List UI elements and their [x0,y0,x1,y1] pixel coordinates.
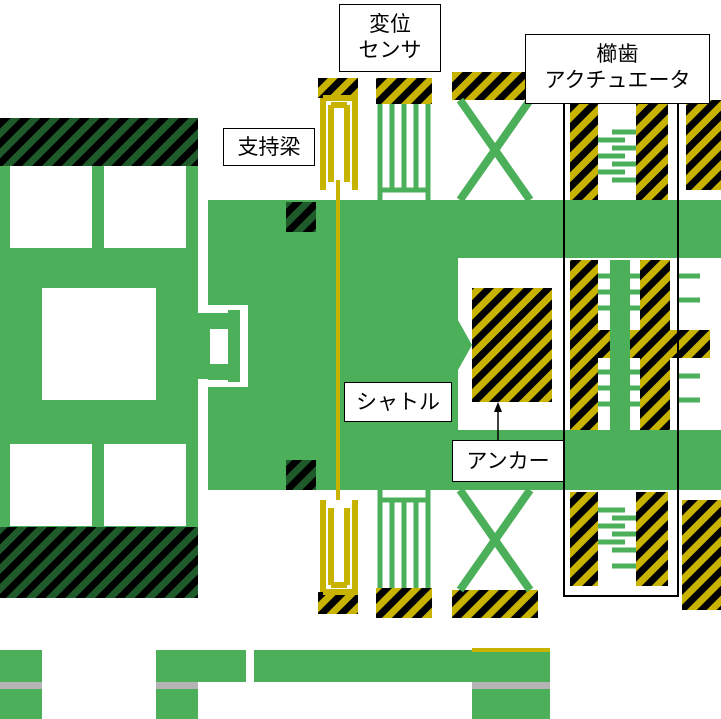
x-flexure-top [452,72,538,203]
left-anchor-top [0,118,198,166]
x-flexure-bottom [452,487,538,618]
anchor-pointer-arrow [494,402,502,440]
support-beam-top [318,78,358,190]
small-anchor-top [286,202,316,232]
displacement-sensor-label: 変位 センサ [339,4,441,72]
comb-actuator [570,100,721,610]
shuttle-label: シャトル [344,382,452,422]
sensor-spring-top [376,78,432,200]
bottom-strip [0,648,550,719]
left-anchor-bottom [0,527,198,598]
center-anchor [458,288,552,402]
left-frame [0,118,198,598]
support-beam-label: 支持梁 [223,128,315,166]
support-beam-bottom [318,500,358,614]
anchor-label: アンカー [452,440,564,482]
sensor-spring-bottom [376,490,432,618]
comb-actuator-label: 櫛歯 アクチュエータ [525,34,710,104]
small-anchor-bottom [286,460,316,490]
